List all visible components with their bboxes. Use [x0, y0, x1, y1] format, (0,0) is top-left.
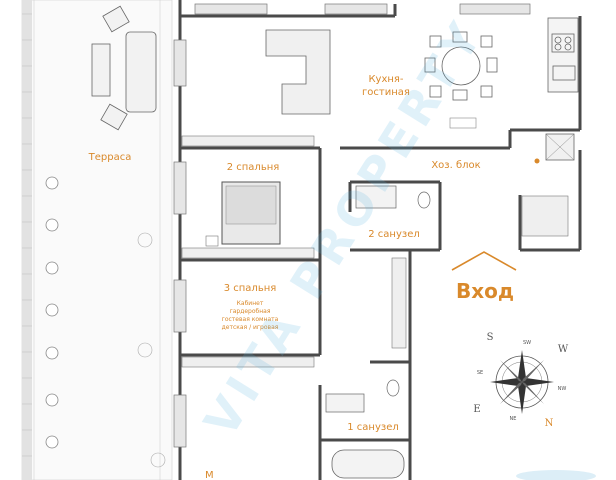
- sink-icon: [325, 393, 365, 413]
- room-label-utility: Хоз. блок: [431, 160, 480, 171]
- bedroom-2: 2 спальня: [205, 162, 281, 247]
- entry: Вход: [451, 251, 517, 303]
- bedroom-3-note-1: Кабинет: [237, 300, 264, 307]
- compass-se: SE: [477, 370, 483, 376]
- compass-w: W: [558, 344, 569, 355]
- bathroom-2: 2 санузел: [355, 185, 431, 240]
- toilet-icon: [386, 379, 400, 397]
- compass-rose-icon: S W E N SW SE NW NE: [473, 332, 569, 429]
- room-label-terrace: Терраса: [88, 152, 132, 163]
- lounge-furniture: [91, 5, 157, 131]
- bedroom-3: 3 спальня Кабинет гардеробная гостевая к…: [222, 283, 279, 331]
- compass-nw: NW: [558, 386, 567, 392]
- bedroom-3-note-4: детская / игровая: [222, 324, 279, 331]
- compass-e: E: [473, 404, 480, 415]
- windows: [173, 3, 531, 448]
- room-label-kitchen-2: гостиная: [362, 87, 410, 98]
- sofa-icon: [265, 29, 331, 115]
- entry-roof-icon: [451, 251, 517, 271]
- compass-sw: SW: [523, 340, 531, 346]
- wardrobes: [181, 135, 569, 368]
- bedroom-3-note-3: гостевая комната: [222, 316, 279, 323]
- shower-icon: [355, 185, 397, 209]
- kitchen-counter: [547, 17, 579, 93]
- entry-label: Вход: [456, 279, 514, 303]
- compass-ne: NE: [510, 416, 517, 422]
- room-label-bathroom-2: 2 санузел: [368, 229, 419, 240]
- room-label-master-partial: М: [205, 470, 214, 480]
- terrace-deck: Терраса: [21, 0, 173, 480]
- bedroom-3-note-2: гардеробная: [230, 308, 271, 315]
- toilet-icon: [417, 191, 431, 209]
- room-label-kitchen-1: Кухня-: [368, 74, 403, 85]
- compass-s: S: [487, 332, 494, 343]
- room-label-bathroom-1: 1 санузел: [347, 422, 398, 433]
- utility-room: Хоз. блок: [431, 133, 575, 171]
- kitchen-living-room: Кухня- гостиная: [265, 17, 579, 129]
- dining-table-icon: [424, 31, 498, 101]
- bathtub-icon: [331, 449, 405, 479]
- compass-n: N: [545, 418, 554, 429]
- room-label-bedroom-3: 3 спальня: [224, 283, 277, 294]
- bathroom-1: 1 санузел: [325, 379, 405, 479]
- room-label-bedroom-2: 2 спальня: [227, 162, 280, 173]
